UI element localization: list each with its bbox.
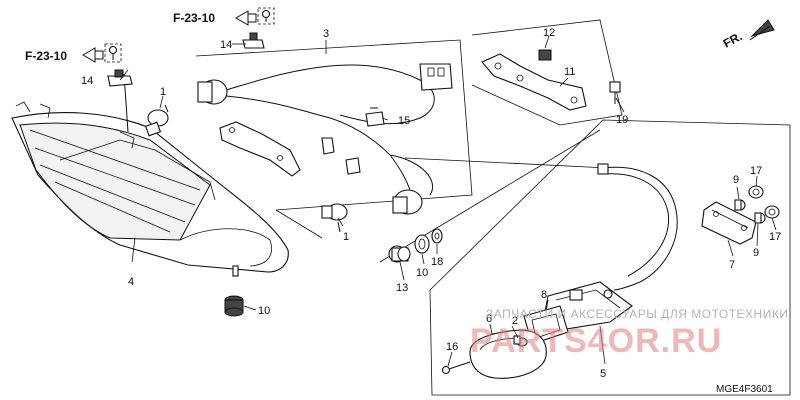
part-labels: 14 14 1 1 4 3 12 11 19 15 10 13 10 18 8 … <box>81 27 781 380</box>
label-2: 2 <box>512 315 518 327</box>
label-9-upper: 9 <box>733 174 739 186</box>
label-12: 12 <box>543 27 555 39</box>
label-17-upper: 17 <box>750 165 762 177</box>
label-17-lower: 17 <box>769 231 781 243</box>
label-1-lower: 1 <box>343 231 349 243</box>
grommet-bottom[interactable] <box>224 295 244 317</box>
label-9-lower: 9 <box>753 247 759 259</box>
label-1-upper: 1 <box>160 86 166 98</box>
label-5: 5 <box>600 368 606 380</box>
label-3: 3 <box>323 28 329 40</box>
collar-upper[interactable] <box>734 199 746 211</box>
wedge-bulb[interactable] <box>513 335 528 347</box>
harness-clip[interactable] <box>365 107 385 127</box>
screw-box <box>257 7 275 25</box>
label-10-bottom: 10 <box>258 305 270 317</box>
washer[interactable] <box>431 228 443 244</box>
arrow-left-icon <box>82 47 104 63</box>
label-19: 19 <box>616 114 628 126</box>
label-7: 7 <box>729 259 735 271</box>
clip-top[interactable] <box>242 32 265 49</box>
tail-light-housing[interactable] <box>11 73 289 277</box>
screw-box <box>104 43 122 63</box>
label-13: 13 <box>396 282 408 294</box>
harness-bracket[interactable] <box>219 121 301 177</box>
label-15: 15 <box>398 115 410 127</box>
license-stay[interactable] <box>481 53 587 111</box>
label-14-top: 14 <box>220 39 232 51</box>
leader-lines <box>119 35 777 367</box>
bolt[interactable] <box>609 81 621 104</box>
watermark-logo-text: PARTS4OR.RU <box>470 322 722 360</box>
nut[interactable] <box>538 49 552 61</box>
ref-left-label: F-23-10 <box>25 49 67 63</box>
grommet-middle[interactable] <box>414 234 430 254</box>
wire-harness[interactable] <box>197 63 453 215</box>
bulb-lower[interactable] <box>321 203 348 233</box>
screw-long[interactable] <box>441 361 471 375</box>
nut-lower[interactable] <box>764 205 780 219</box>
label-8: 8 <box>541 289 547 301</box>
reflector[interactable] <box>701 201 757 245</box>
ref-top[interactable]: F-23-10 <box>173 7 275 26</box>
ref-left[interactable]: F-23-10 <box>25 43 122 63</box>
arrow-up-right-icon <box>750 19 775 37</box>
label-4: 4 <box>128 276 134 288</box>
diagram-code: MGE4F3601 <box>716 384 773 395</box>
collar[interactable] <box>388 245 411 263</box>
watermark[interactable]: ЗАПЧАСТИ И АКСЕССУАРЫ ДЛЯ МОТОТЕХНИКИ PA… <box>470 307 788 360</box>
front-direction-label: FR. <box>721 29 745 50</box>
arrow-left-icon <box>235 10 257 26</box>
watermark-tagline: ЗАПЧАСТИ И АКСЕССУАРЫ ДЛЯ МОТОТЕХНИКИ <box>486 307 788 321</box>
front-direction: FR. <box>721 19 775 51</box>
clip-left[interactable] <box>107 69 133 87</box>
bulb-upper[interactable] <box>144 104 169 137</box>
ref-top-label: F-23-10 <box>173 11 215 25</box>
label-16: 16 <box>446 341 458 353</box>
collar-lower[interactable] <box>754 212 766 224</box>
license-light-cable[interactable] <box>597 163 678 291</box>
label-11: 11 <box>564 66 575 78</box>
label-14-left: 14 <box>81 75 93 87</box>
screw-icon <box>261 9 271 19</box>
nut-upper[interactable] <box>748 185 764 199</box>
label-18: 18 <box>431 256 443 268</box>
screw-icon <box>108 45 118 55</box>
label-6: 6 <box>486 313 492 325</box>
label-10-middle: 10 <box>416 267 428 279</box>
